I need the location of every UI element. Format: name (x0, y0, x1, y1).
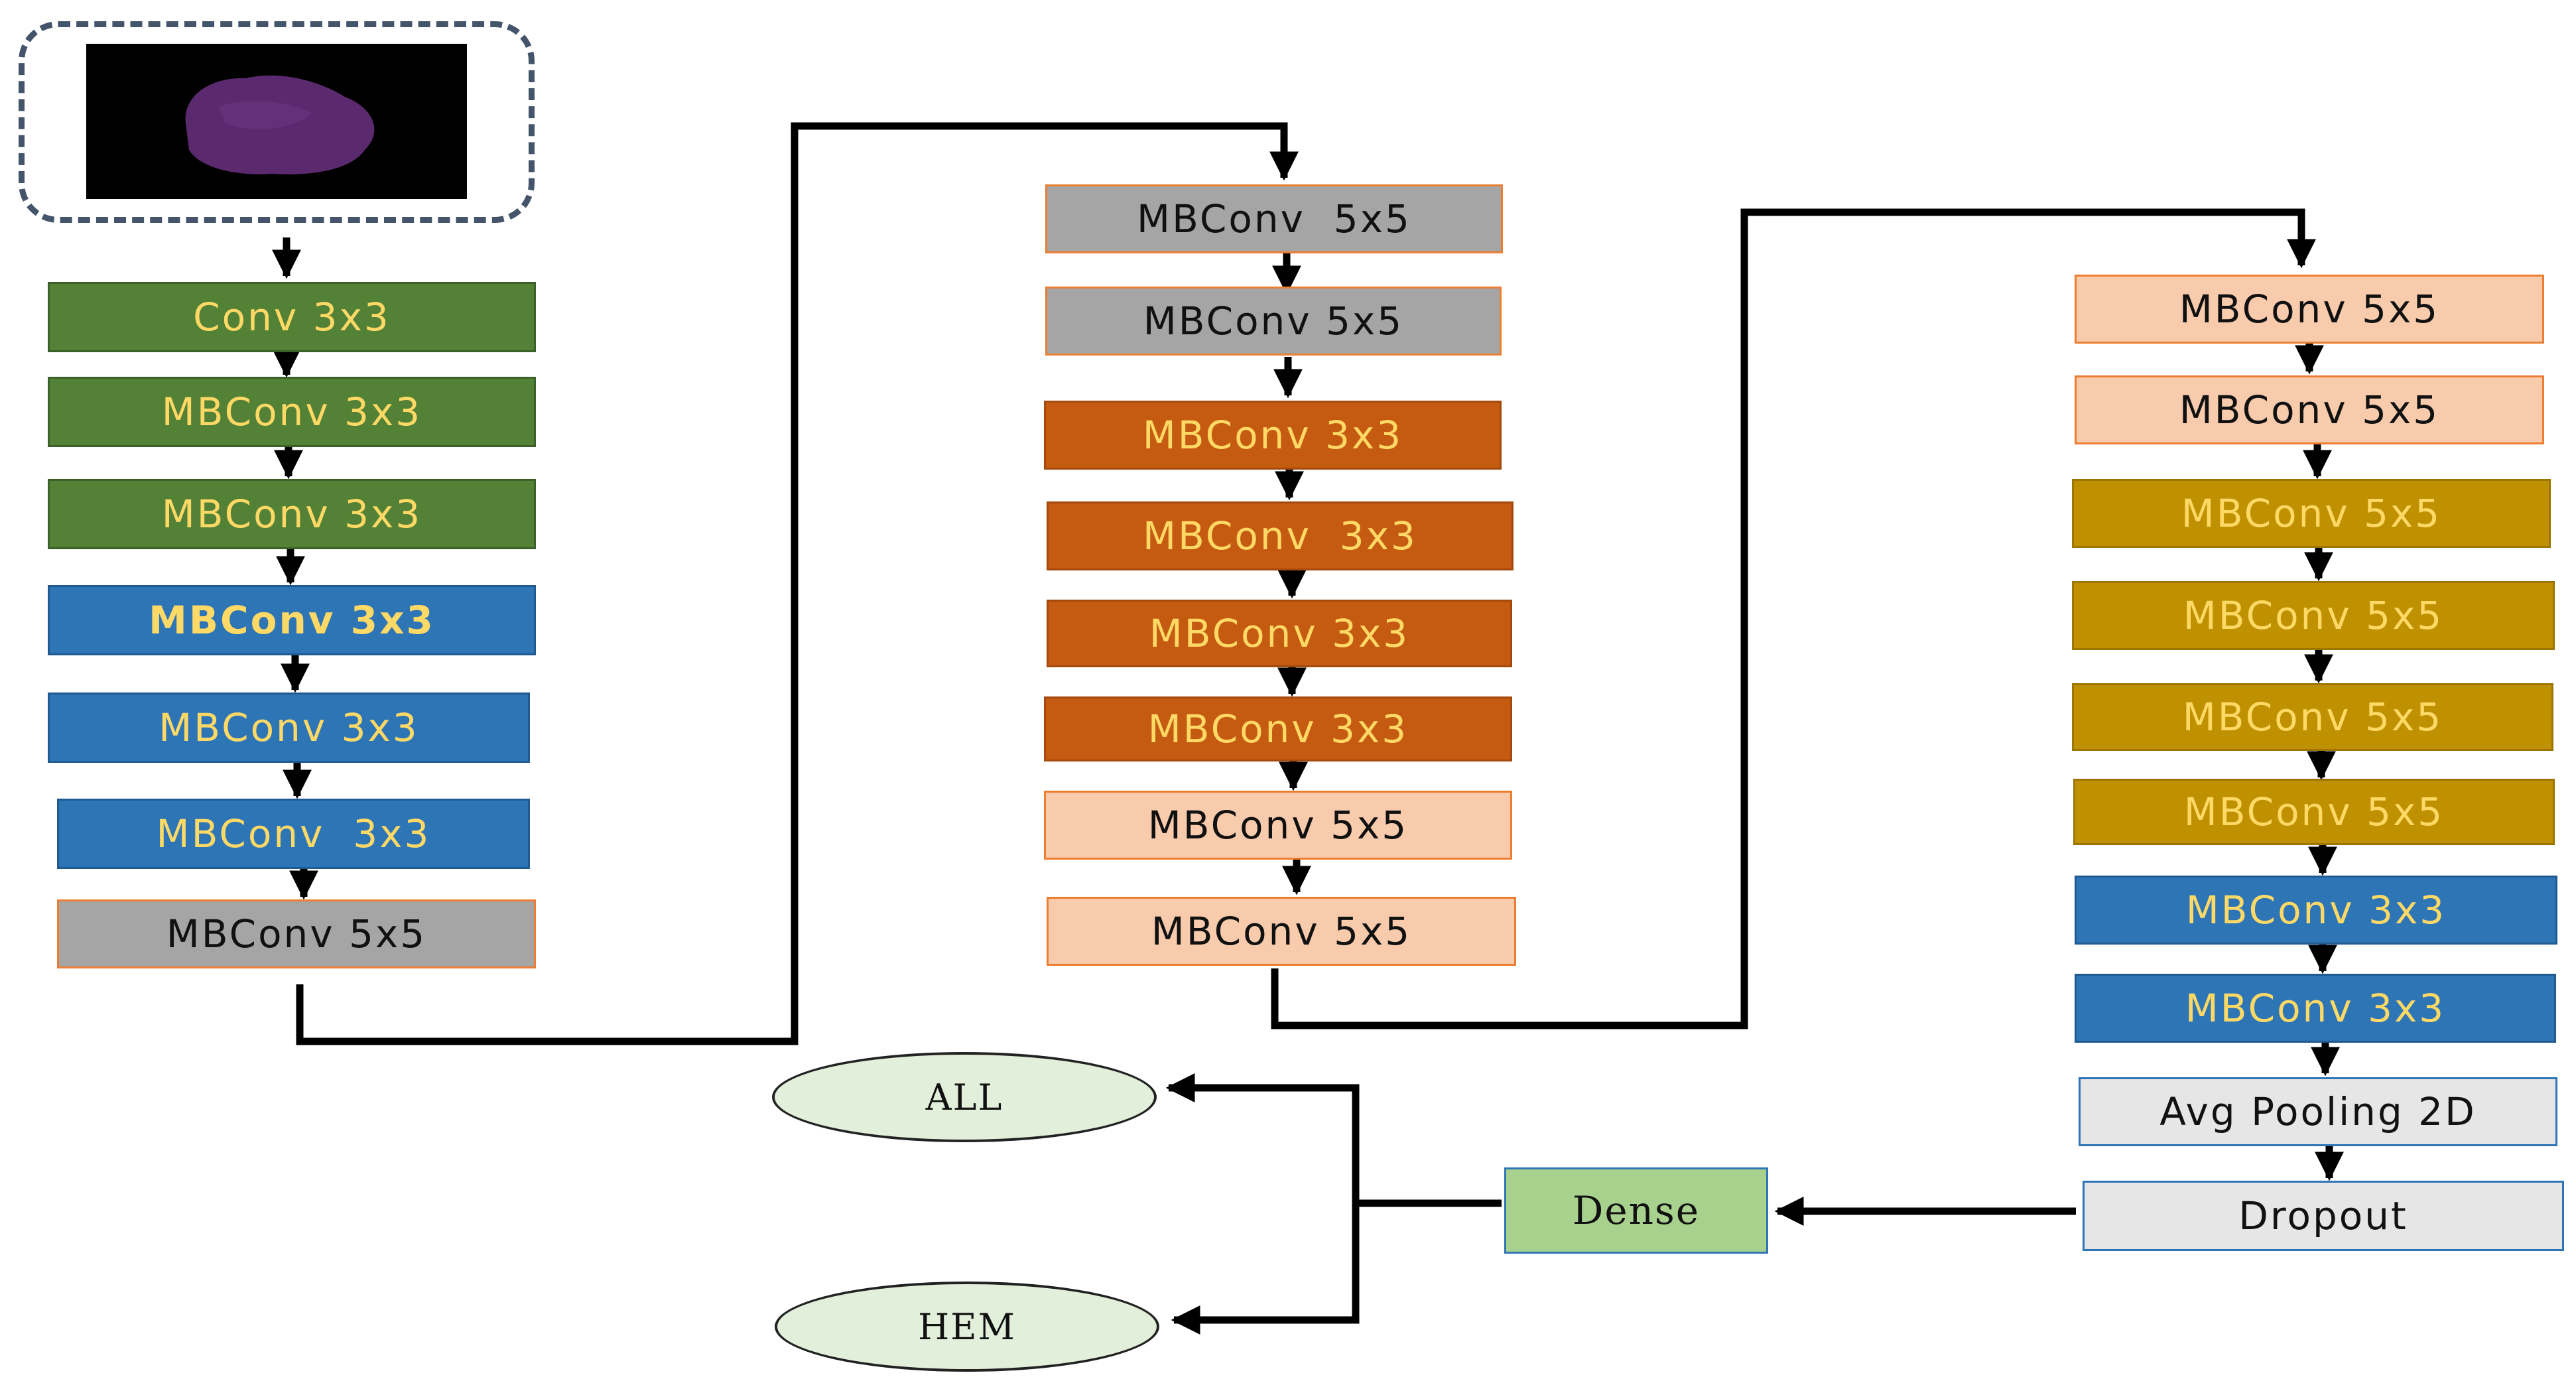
dense-block: Dense (1504, 1167, 1768, 1254)
mbconv-block: MBConv 3x3 (48, 585, 536, 655)
mbconv-block: MBConv 3x3 (57, 799, 530, 869)
mbconv-block: MBConv 3x3 (48, 479, 536, 549)
mbconv-block: MBConv 5x5 (1044, 791, 1512, 860)
mbconv-block: MBConv 3x3 (1047, 501, 1513, 570)
mbconv-block: MBConv 5x5 (2073, 779, 2555, 845)
mbconv-block: MBConv 3x3 (1044, 401, 1502, 470)
mbconv-block: MBConv 5x5 (57, 899, 536, 968)
mbconv-block: MBConv 5x5 (2072, 479, 2551, 548)
mbconv-block: MBConv 5x5 (2075, 375, 2544, 444)
dropout-block: Dropout (2083, 1181, 2564, 1251)
mbconv-block: MBConv 3x3 (1047, 600, 1512, 667)
mbconv-block: MBConv 5x5 (2072, 683, 2553, 751)
cell-image-icon (86, 44, 467, 199)
mbconv-block: MBConv 3x3 (2075, 974, 2556, 1043)
avg-pooling-block: Avg Pooling 2D (2079, 1077, 2557, 1146)
input-image-frame (19, 21, 535, 223)
mbconv-block: MBConv 3x3 (48, 377, 536, 447)
mbconv-block: MBConv 5x5 (1047, 897, 1516, 966)
mbconv-block: MBConv 5x5 (1045, 184, 1503, 253)
conv-3x3-block: Conv 3x3 (48, 282, 536, 352)
output-all: ALL (772, 1052, 1157, 1142)
mbconv-block: MBConv 5x5 (2072, 581, 2555, 650)
mbconv-block: MBConv 3x3 (1044, 696, 1512, 761)
output-hem: HEM (775, 1282, 1159, 1372)
mbconv-block: MBConv 5x5 (2075, 275, 2544, 344)
mbconv-block: MBConv 3x3 (48, 692, 530, 763)
cell-shape (185, 75, 375, 174)
mbconv-block: MBConv 5x5 (1045, 287, 1502, 356)
mbconv-block: MBConv 3x3 (2075, 876, 2557, 945)
